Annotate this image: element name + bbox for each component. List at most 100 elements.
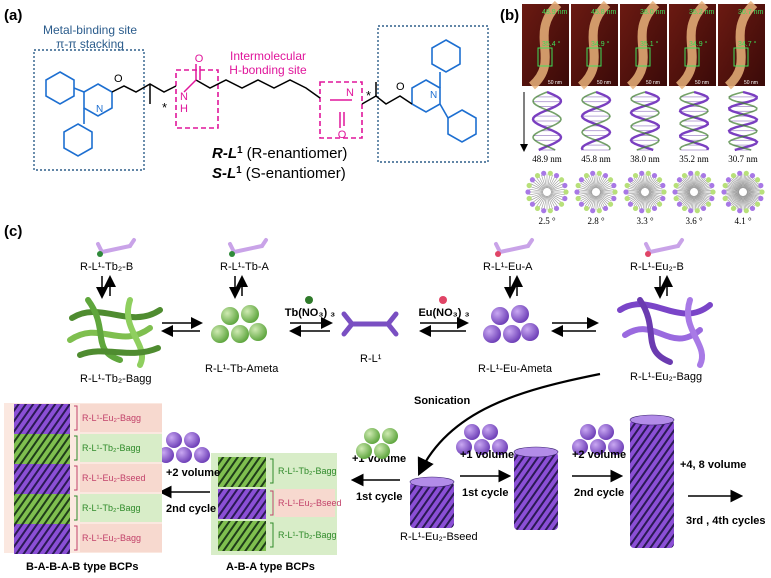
eu-sphere [572, 439, 588, 455]
ring-n-1: N [96, 104, 103, 115]
eu-ion-icon [439, 296, 447, 304]
panel-a-label: (a) [4, 7, 22, 24]
atom-nh-left: N [180, 91, 188, 103]
babab-fiber-block [14, 434, 70, 464]
eu-sphere [464, 424, 480, 440]
afm-angle: 34.9 ° [591, 40, 610, 48]
twist-angle-label: 3.3 ° [636, 216, 654, 226]
afm-image: 35.2 nm 34.9 ° 50 nm [669, 0, 716, 90]
afm-scale: 50 nm [548, 80, 562, 86]
eu-sphere [608, 439, 624, 455]
atom-o-left: O [114, 73, 123, 85]
twist-angle-label: 4.1 ° [734, 216, 752, 226]
babab-fiber-block [14, 404, 70, 434]
afm-angle: 35.4 ° [542, 40, 561, 48]
vol-2: +2 volume [572, 449, 626, 461]
tb2b-aggregate [67, 297, 163, 368]
fiber-bundle [513, 446, 559, 530]
eu-reagent: Eu(NO₃) ₃ [418, 307, 469, 319]
sonication-arrow [417, 372, 601, 476]
atom-o-amide-right: O [338, 129, 347, 141]
metal-binding-box-left [33, 49, 145, 171]
twist-angle-label: 2.5 ° [538, 216, 556, 226]
aba-green-spheres [356, 428, 398, 459]
aba-segment-label: R-L¹-Tb₂-Bagg [278, 466, 337, 476]
babab-segment-bg [80, 464, 162, 492]
eu-sphere [580, 424, 596, 440]
tb-ameta-spheres [211, 305, 267, 343]
metal-binding-box-right [377, 25, 489, 163]
vol-48-cycle: 3rd , 4th cycles [686, 515, 766, 527]
helix-model: 45.8 nm [580, 90, 612, 164]
molecule-icons [96, 238, 684, 257]
afm-scale: 50 nm [695, 80, 709, 86]
complex-icon [96, 238, 136, 257]
eu-ameta-spheres [483, 305, 539, 343]
afm-pitch: 35.2 nm [689, 9, 714, 16]
babab-segment-bg [80, 524, 162, 552]
horizontal-equilibria [161, 317, 599, 337]
afm-scale: 50 nm [646, 80, 660, 86]
afm-angle: 34.9 ° [689, 40, 708, 48]
eu-sphere [598, 424, 614, 440]
helix-model: 35.2 nm [678, 90, 710, 164]
afm-image: 45.8 nm 34.9 ° 50 nm [571, 0, 618, 90]
atom-h-left: H [180, 103, 188, 115]
ring-n-2: N [430, 90, 437, 101]
complex-icon [494, 238, 534, 257]
aba-cycle: 1st cycle [356, 491, 402, 503]
eu-sphere [456, 439, 472, 455]
label-eua: R-L¹-Eu-A [483, 261, 533, 273]
aba-title: A-B-A type BCPs [226, 561, 315, 573]
label-rl1: R-L¹ [360, 353, 382, 365]
babab-cycle: 2nd cycle [166, 503, 216, 515]
rl1-molecule [341, 311, 399, 337]
helix-pitch-label: 48.9 nm [532, 154, 562, 164]
twist-angle-label: 3.6 ° [685, 216, 703, 226]
vol-2-cycle: 2nd cycle [574, 487, 624, 499]
babab-vol: +2 volume [166, 467, 220, 479]
afm-pitch: 30.7 nm [738, 9, 763, 16]
babab-segment-bg [80, 434, 162, 462]
twist-disc: 4.1 ° [721, 170, 765, 226]
aba-fiber-block [218, 521, 266, 551]
helix-models: 48.9 nm 45.8 nm 38.0 nm 35.2 nm 30.7 nm [520, 90, 759, 164]
twist-disc: 2.8 ° [574, 170, 618, 226]
aba-fiber-block [218, 457, 266, 487]
afm-pitch: 45.8 nm [591, 9, 616, 16]
linker-chain [111, 79, 413, 105]
aba-fiber-block [218, 489, 266, 519]
babab-segment-bg [80, 404, 162, 432]
eu-sphere [482, 424, 498, 440]
atom-hn-right: N [346, 87, 354, 99]
helix-pitch-label: 30.7 nm [728, 154, 758, 164]
helix-pitch-label: 38.0 nm [630, 154, 660, 164]
afm-scale: 50 nm [597, 80, 611, 86]
babab-fiber-block [14, 524, 70, 554]
babab-purple-spheres [158, 432, 210, 463]
label-tb-ameta: R-L¹-Tb-Ameta [205, 363, 279, 375]
stereo-star-right: * [366, 88, 371, 103]
twist-disc: 2.5 ° [525, 170, 569, 226]
complex-icon [644, 238, 684, 257]
vol-48: +4, 8 volume [680, 459, 746, 471]
metal-binding-label: Metal-binding site [43, 23, 137, 37]
afm-angle: 34.7 ° [738, 40, 757, 48]
twist-disc: 3.3 ° [623, 170, 667, 226]
eu-sphere [492, 439, 508, 455]
hbond-label: Intermolecular [230, 49, 306, 63]
twist-angle-label: 2.8 ° [587, 216, 605, 226]
babab-segment-label: R-L¹-Tb₂-Bagg [82, 443, 141, 453]
helix-model: 38.0 nm [629, 90, 661, 164]
twist-disc: 3.6 ° [672, 170, 716, 226]
helix-pitch-label: 35.2 nm [679, 154, 709, 164]
aba-segment-bg [275, 521, 335, 549]
aba-segment-label: R-L¹-Eu₂-Bseed [278, 498, 342, 508]
label-seed: R-L¹-Eu₂-Bseed [400, 531, 478, 543]
amide-groups [183, 64, 352, 128]
label-tba: R-L¹-Tb-A [220, 261, 270, 273]
label-tb2b-agg: R-L¹-Tb₂-Bagg [80, 373, 152, 385]
